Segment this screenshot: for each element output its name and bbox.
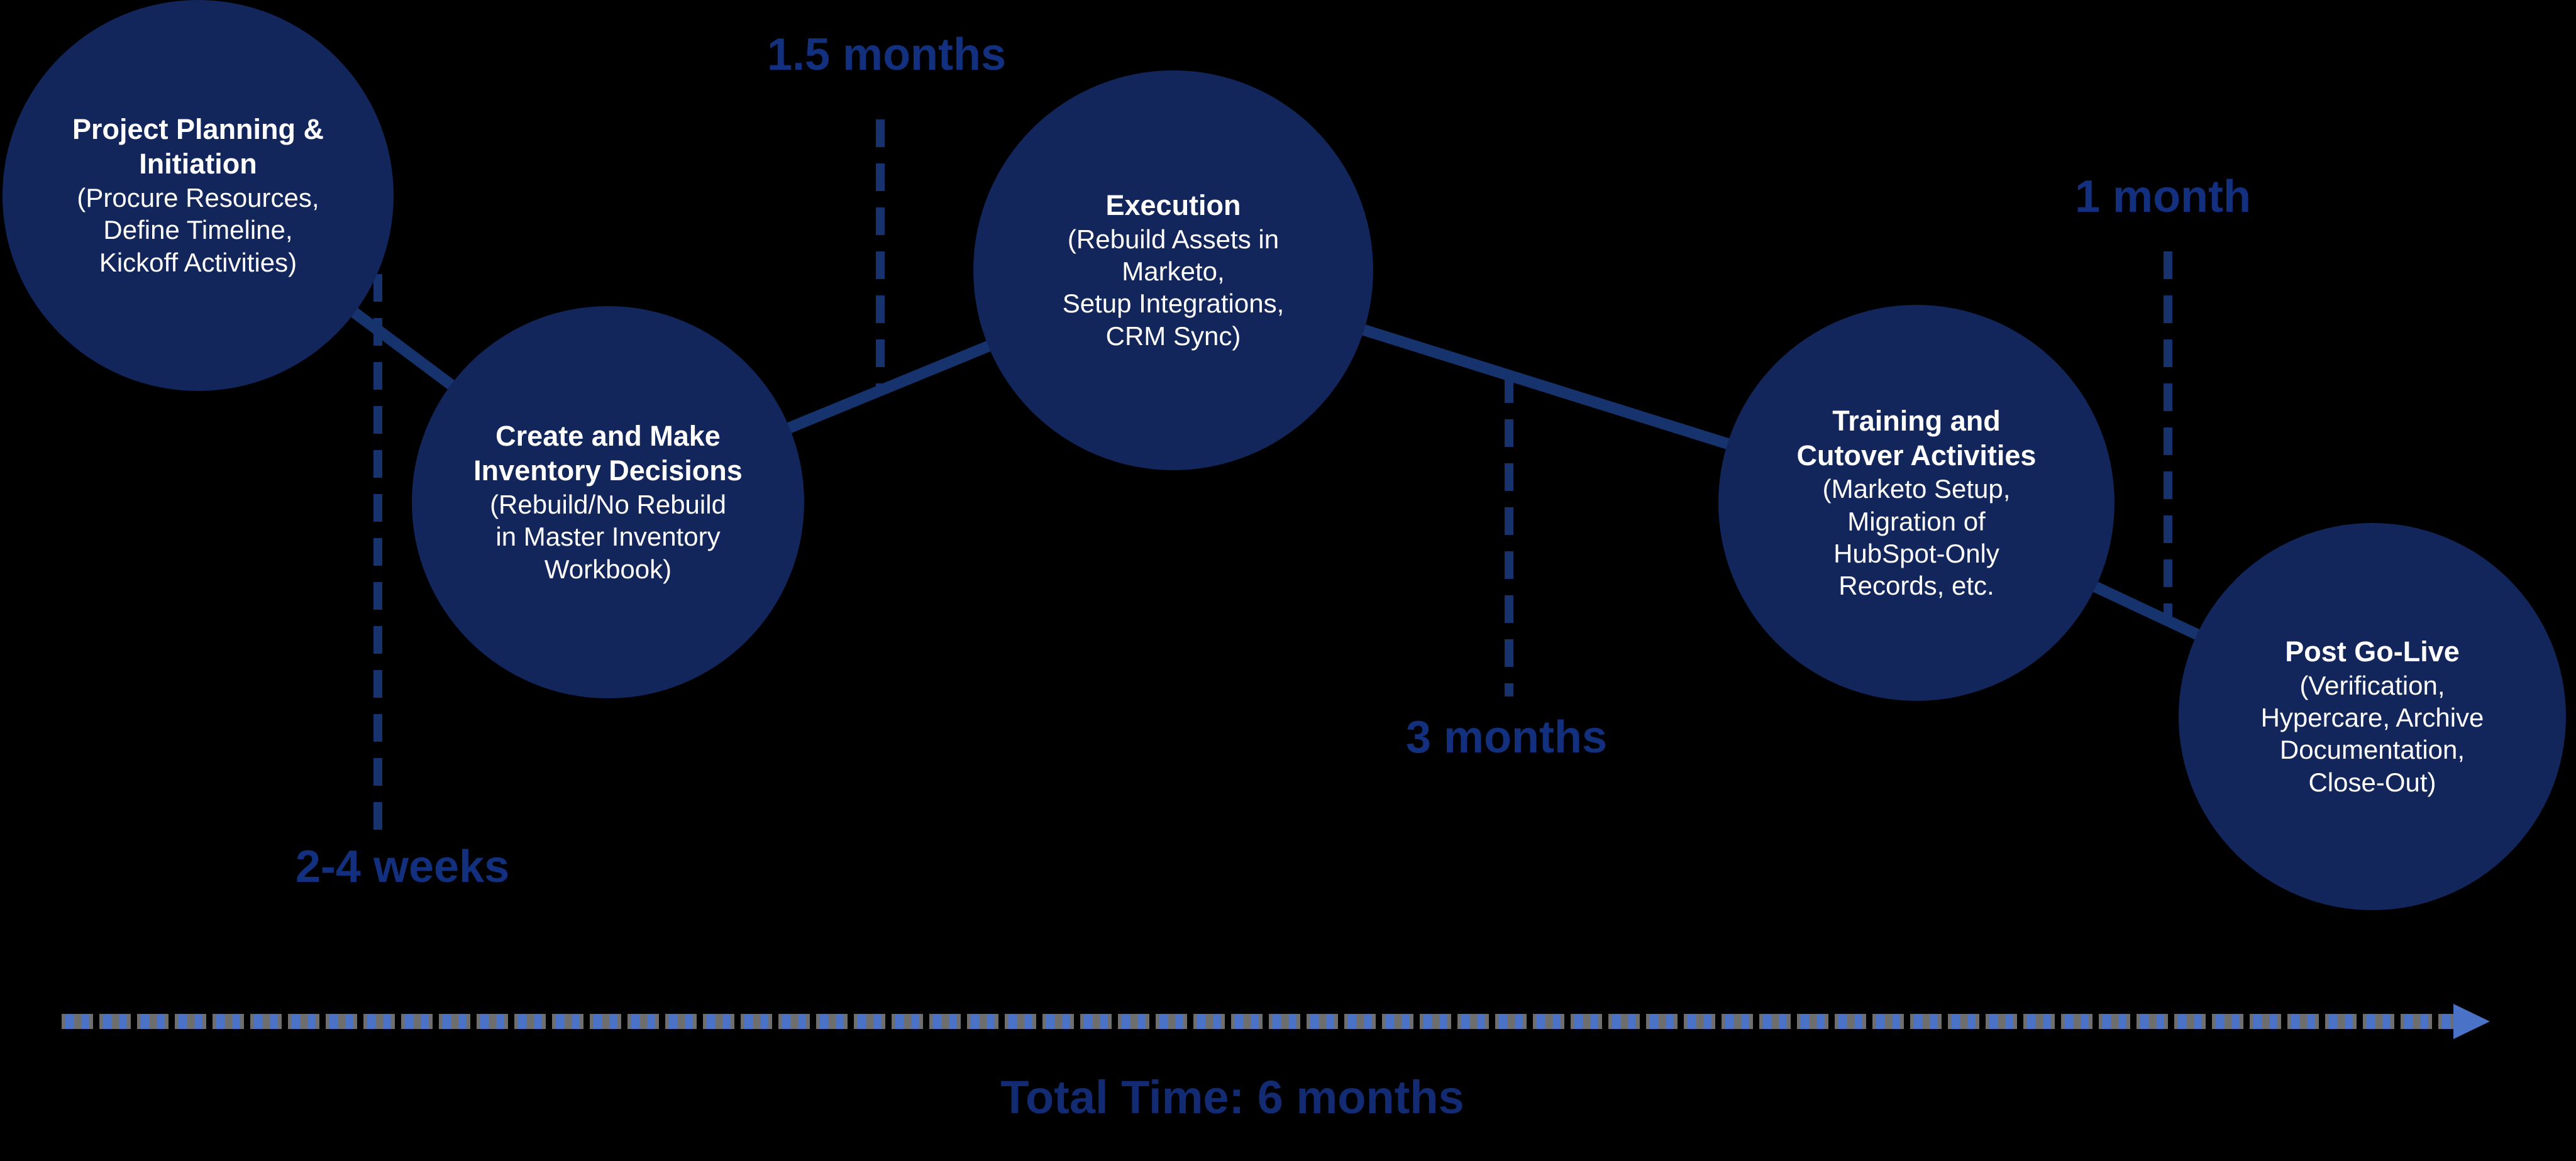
duration-label-1-month: 1 month [2075,172,2251,222]
phase-circle-execution: Execution (Rebuild Assets in Marketo, Se… [973,70,1373,470]
phase-title: Training and Cutover Activities [1796,404,2037,471]
phase-details: (Verification, Hypercare, Archive Docume… [2260,670,2484,797]
phase-details: (Rebuild/No Rebuild in Master Inventory … [490,490,726,584]
phase-circle-planning: Project Planning & Initiation (Procure R… [3,0,394,391]
phase-circle-post-go-live: Post Go-Live (Verification, Hypercare, A… [2179,523,2566,910]
phase-title: Create and Make Inventory Decisions [473,420,743,487]
timeline-arrowhead-icon [2453,1004,2490,1039]
phase-title: Project Planning & Initiation [72,113,324,180]
phase-circle-training-cutover: Training and Cutover Activities (Marketo… [1718,305,2114,701]
phase-details: (Procure Resources, Define Timeline, Kic… [77,183,319,277]
timeline-dashed-line [62,1014,2457,1029]
phase-details: (Marketo Setup, Migration of HubSpot-Onl… [1822,474,2011,601]
total-time-label: Total Time: 6 months [1000,1071,1464,1123]
duration-label-2-4-weeks: 2-4 weeks [295,842,510,892]
duration-label-15-months: 1.5 months [766,30,1007,80]
phase-circle-inventory-decisions: Create and Make Inventory Decisions (Reb… [412,306,804,698]
phase-title: Post Go-Live [2285,636,2460,668]
phase-details: (Rebuild Assets in Marketo, Setup Integr… [1062,224,1285,351]
phase-title: Execution [1105,189,1241,222]
duration-label-3-months: 3 months [1405,712,1608,762]
